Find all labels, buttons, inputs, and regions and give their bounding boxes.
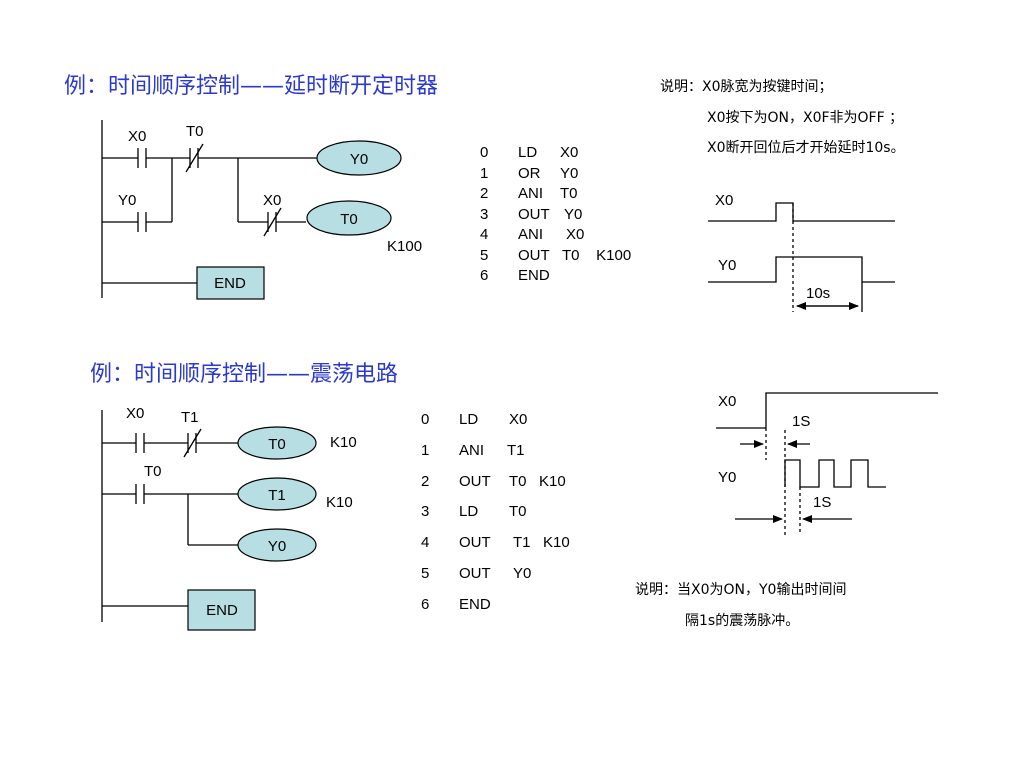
- contact-no-t0-2: [135, 484, 145, 504]
- contact-no-x0: [137, 148, 147, 168]
- y0-oscillation-waveform: [784, 459, 886, 488]
- coil-t0-1: [306, 200, 392, 236]
- end-label-2: END: [206, 602, 238, 619]
- ladder-diagram-2: [101, 410, 238, 622]
- timing2-1s-lower: 1S: [813, 494, 831, 511]
- x0-step-waveform: [765, 392, 938, 428]
- coil-t1-2: [237, 477, 317, 511]
- section1-note-2: X0按下为ON，X0F非为OFF ；: [707, 110, 904, 126]
- coil2-y0-label: Y0: [268, 538, 286, 555]
- label-x0-nc: X0: [263, 192, 281, 209]
- ladder-diagram-1: [101, 120, 318, 298]
- end-box-2: [187, 589, 256, 631]
- timer-const-label: K100: [387, 238, 422, 255]
- timing1-y0-label: Y0: [718, 257, 736, 274]
- label2-x0: X0: [126, 405, 144, 422]
- contact-no-y0: [137, 212, 147, 232]
- timing2-y0-label: Y0: [718, 469, 736, 486]
- label-y0: Y0: [118, 192, 136, 209]
- label2-t1: T1: [181, 409, 199, 426]
- timing2-x0-label: X0: [718, 393, 736, 410]
- contact-no-x0-2: [135, 433, 145, 453]
- timing-diagram-2: [716, 392, 938, 535]
- label-t0: T0: [186, 123, 204, 140]
- coil2-t0-label: T0: [268, 436, 286, 453]
- timing2-1s-upper: 1S: [792, 413, 810, 430]
- coil-y0-2: [237, 528, 317, 562]
- coil-y0-1: [316, 140, 402, 176]
- section1-note-1: 说明：X0脉宽为按键时间；: [660, 79, 833, 95]
- k10-t0-label: K10: [330, 434, 357, 451]
- section2-note-2: 隔1s的震荡脉冲。: [685, 613, 800, 629]
- end-label-1: END: [214, 275, 246, 292]
- section1-note-3: X0断开回位后才开始延时10s。: [707, 140, 905, 156]
- label-x0: X0: [128, 128, 146, 145]
- timing1-delay-label: 10s: [806, 285, 830, 302]
- k10-t1-label: K10: [326, 494, 353, 511]
- section2-note-1: 说明：当X0为ON，Y0输出时间间: [635, 582, 847, 598]
- coil-t0-2: [237, 426, 317, 460]
- x0-waveform: [708, 202, 895, 222]
- coil2-t1-label: T1: [268, 487, 286, 504]
- label2-t0: T0: [144, 463, 162, 480]
- coil-t0-label: T0: [340, 211, 358, 228]
- y0-waveform: [708, 256, 895, 283]
- timing1-x0-label: X0: [715, 192, 733, 209]
- end-box-1: [196, 266, 265, 300]
- coil-y0-label: Y0: [350, 151, 368, 168]
- timing-diagram-1: [708, 202, 895, 312]
- section1-title: 例：时间顺序控制——延时断开定时器: [64, 74, 439, 99]
- section2-title: 例：时间顺序控制——震荡电路: [90, 362, 399, 387]
